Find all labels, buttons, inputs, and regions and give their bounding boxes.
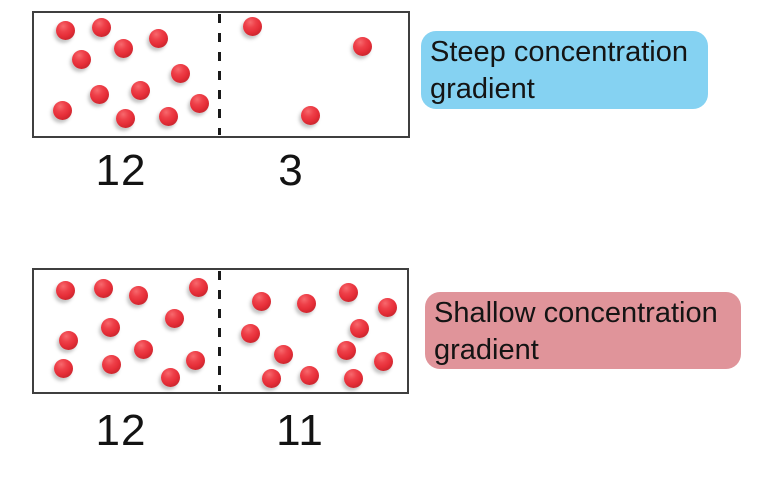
shallow-left-count: 12 — [95, 406, 147, 455]
shallow-gradient-label: Shallow concentration gradient — [425, 292, 741, 369]
steep-gradient-label: Steep concentration gradient — [421, 31, 708, 109]
steep-left-count: 12 — [95, 146, 147, 195]
steep-membrane-divider — [218, 14, 221, 135]
steep-compartment-box — [32, 11, 410, 138]
shallow-membrane-divider — [218, 271, 221, 391]
steep-right-count: 3 — [278, 146, 304, 195]
shallow-right-count: 11 — [276, 406, 324, 455]
